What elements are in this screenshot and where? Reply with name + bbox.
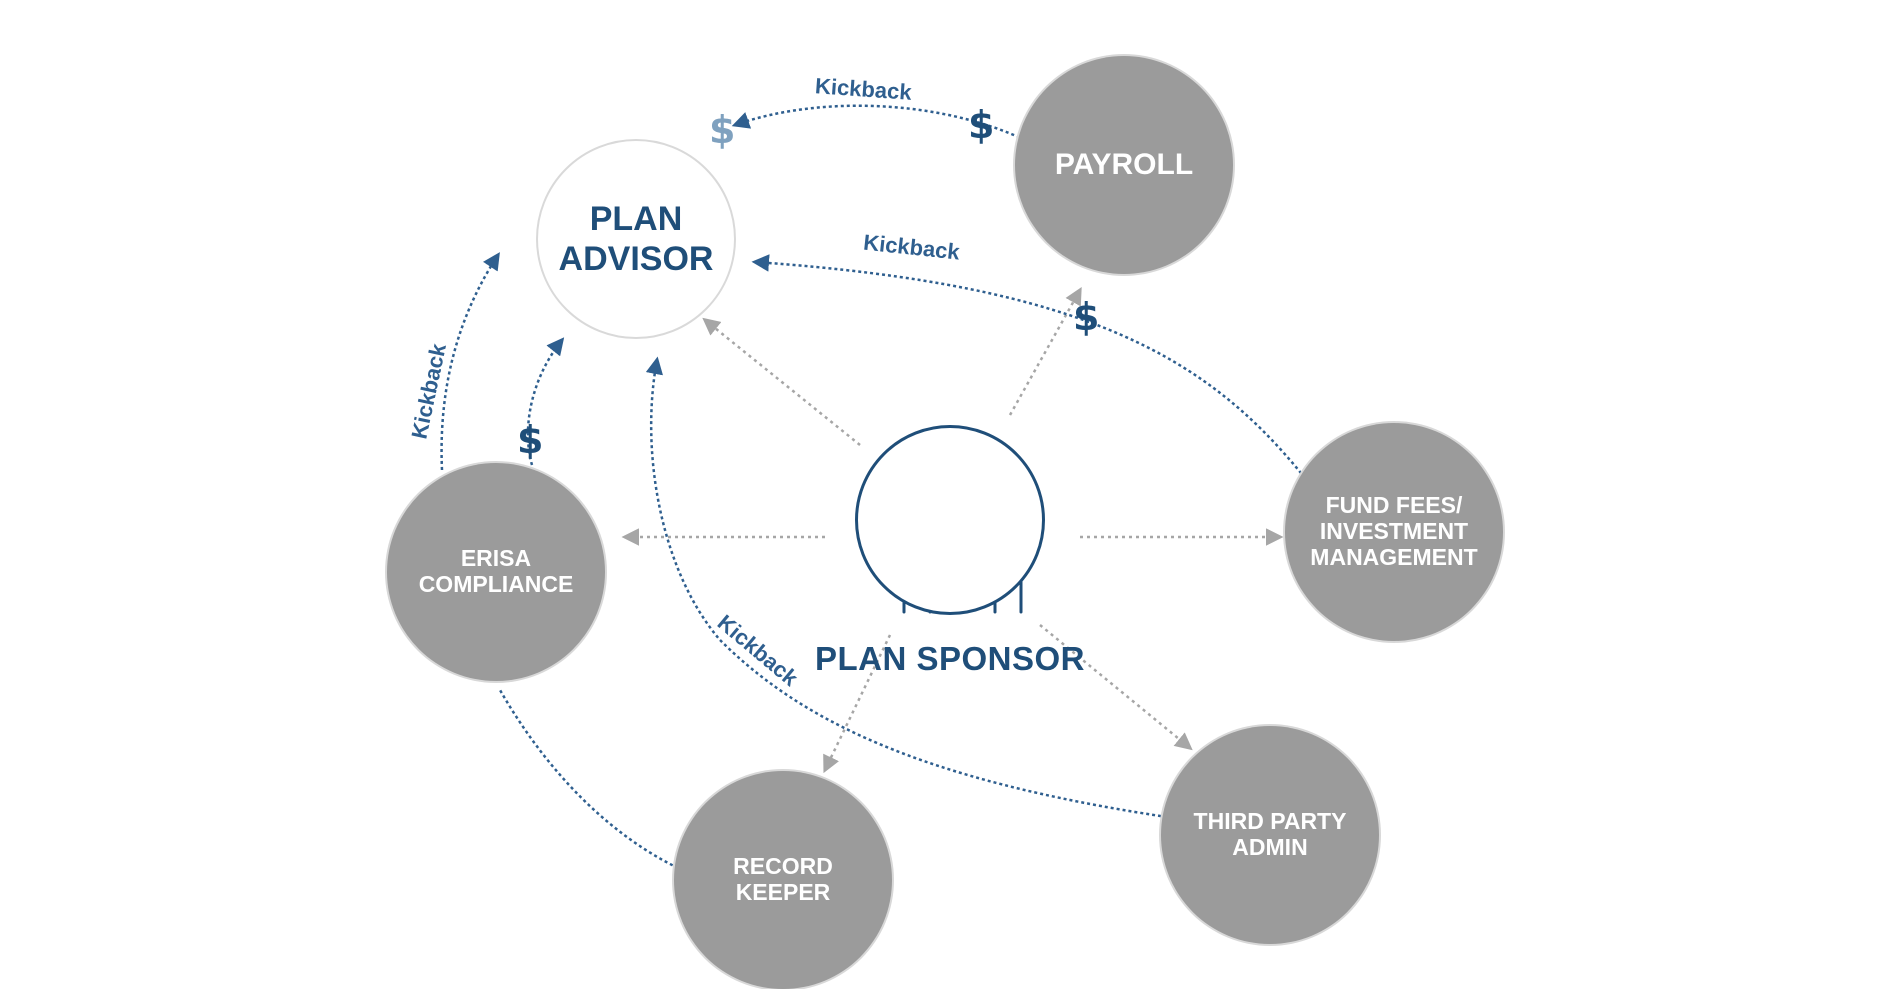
plan-sponsor-node bbox=[855, 425, 1045, 615]
fund-fees-label: FUND FEES/ INVESTMENT MANAGEMENT bbox=[1310, 492, 1478, 570]
erisa-compliance-node: ERISA COMPLIANCE bbox=[387, 463, 605, 681]
dollar-sign-erisa: $ bbox=[517, 418, 543, 462]
kickback-label-tpa: Kickback bbox=[713, 610, 804, 692]
flow-erisa-to-advisor-outer bbox=[440, 252, 500, 471]
flow-tpa-to-advisor bbox=[645, 356, 1168, 819]
erisa-compliance-label: ERISA COMPLIANCE bbox=[418, 545, 574, 597]
dollar-sign-fund: $ bbox=[1073, 295, 1099, 339]
plan-advisor-label: PLAN ADVISOR bbox=[558, 199, 714, 278]
flow-record-to-erisa bbox=[498, 689, 679, 870]
plan-sponsor-label: PLAN SPONSOR bbox=[814, 640, 1086, 677]
fund-fees-node: FUND FEES/ INVESTMENT MANAGEMENT bbox=[1285, 423, 1503, 641]
third-party-admin-label: THIRD PARTY ADMIN bbox=[1193, 808, 1347, 860]
sponsor-connectors bbox=[621, 286, 1284, 774]
flow-erisa-to-advisor-inner bbox=[526, 337, 565, 466]
third-party-admin-node: THIRD PARTY ADMIN bbox=[1161, 726, 1379, 944]
flow-payroll-to-advisor bbox=[731, 104, 1026, 142]
arrow-sponsor-to-tpa bbox=[1039, 624, 1193, 751]
kickback-label-payroll: Kickback bbox=[814, 73, 913, 105]
dollar-sign-advisor-faded: $ bbox=[709, 108, 735, 152]
kickback-label-fund: Kickback bbox=[862, 230, 961, 265]
payroll-label: PAYROLL bbox=[1054, 148, 1194, 182]
kickback-flows bbox=[440, 104, 1306, 870]
flow-fund-to-advisor bbox=[751, 254, 1306, 479]
plan-advisor-node: PLAN ADVISOR bbox=[536, 139, 736, 339]
arrow-sponsor-to-payroll bbox=[1008, 286, 1082, 416]
payroll-node: PAYROLL bbox=[1015, 56, 1233, 274]
dollar-sign-payroll: $ bbox=[968, 103, 994, 147]
record-keeper-label: RECORD KEEPER bbox=[733, 853, 833, 905]
arrow-sponsor-to-advisor bbox=[702, 317, 861, 446]
kickback-label-erisa: Kickback bbox=[406, 341, 451, 441]
record-keeper-node: RECORD KEEPER bbox=[674, 771, 892, 989]
